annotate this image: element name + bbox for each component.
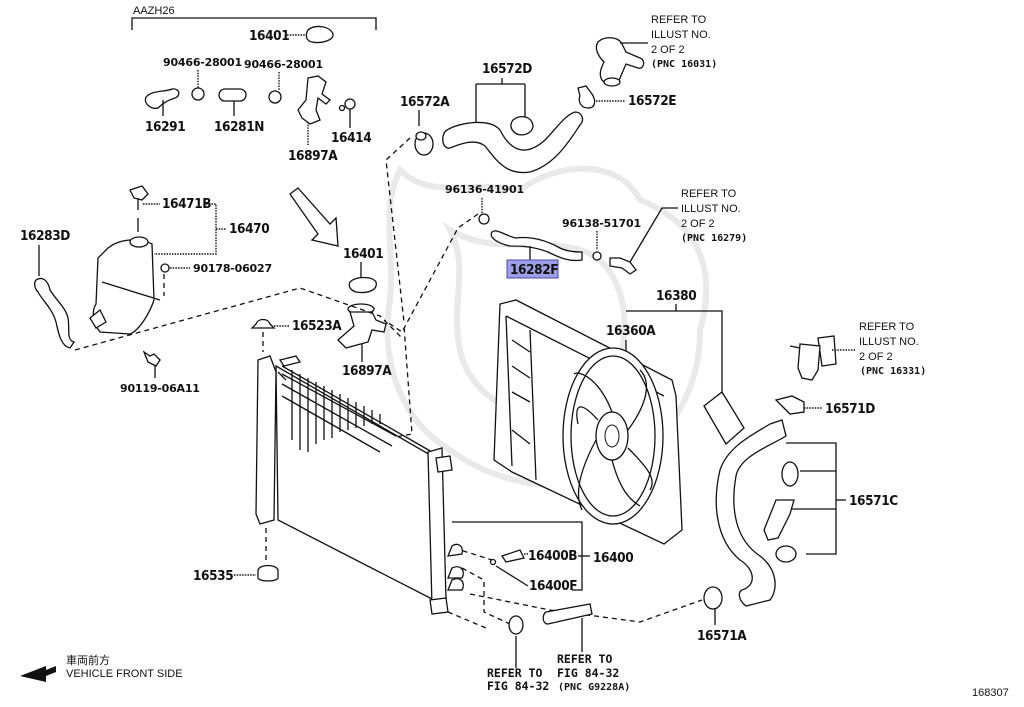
part-label-90119[interactable]: 90119-06A11	[120, 382, 200, 395]
ref-16031-line1: REFER TO	[651, 14, 707, 26]
part-label-16282f[interactable]: 16282F	[510, 262, 559, 278]
ref-16279-line2: ILLUST NO.	[681, 203, 741, 215]
ref-fig-b-line1: REFER TO	[557, 652, 612, 666]
ref-sensor-16331[interactable]: REFER TO ILLUST NO. 2 OF 2 (PNC 16331)	[789, 321, 926, 381]
part-label-16360a[interactable]: 16360A	[606, 323, 657, 339]
ref-16331-line1: REFER TO	[859, 321, 915, 333]
part-label-16572e[interactable]: 16572E	[628, 93, 677, 109]
part-clamp-16571a[interactable]: 16571A	[697, 586, 748, 644]
ref-clamp-fig-84-32[interactable]: REFER TO FIG 84-32	[487, 615, 549, 693]
part-label-90466-b[interactable]: 90466-28001	[244, 58, 323, 71]
part-label-16523a[interactable]: 16523A	[292, 318, 343, 334]
part-label-16401-mid[interactable]: 16401	[343, 246, 384, 262]
assembly-direction-arrow	[289, 187, 339, 247]
illustration-number: 168307	[972, 687, 1009, 699]
ref-fig-a-line1: REFER TO	[487, 666, 542, 680]
part-clamp-16571d[interactable]: 16571D	[774, 395, 876, 417]
part-label-16283d[interactable]: 16283D	[20, 228, 71, 244]
part-label-16400f[interactable]: 16400F	[529, 578, 578, 594]
ref-16031-line3: 2 OF 2	[651, 44, 685, 56]
part-label-16281n[interactable]: 16281N	[214, 119, 265, 135]
part-radiator-cap-mid[interactable]: 16401	[343, 246, 384, 294]
ref-16279-line4[interactable]: (PNC 16279)	[681, 233, 747, 244]
part-fan-guard-pad[interactable]	[703, 391, 745, 446]
part-label-16535[interactable]: 16535	[193, 568, 234, 584]
part-upper-hose-16572d[interactable]: 16572D	[442, 61, 584, 174]
part-label-16471b[interactable]: 16471B	[162, 196, 212, 212]
part-label-16291[interactable]: 16291	[145, 119, 186, 135]
ref-16279-line1: REFER TO	[681, 188, 737, 200]
ref-16031-line2: ILLUST NO.	[651, 29, 711, 41]
highlight-box	[506, 259, 559, 279]
part-lower-hose-16571c[interactable]: 16571C	[715, 419, 899, 607]
part-bypass-hose-16282f[interactable]: 16282F	[490, 230, 583, 279]
part-label-16571a[interactable]: 16571A	[697, 628, 748, 644]
part-label-16401-top[interactable]: 16401	[249, 28, 290, 44]
part-radiator-assembly-16400[interactable]: 16400B 16400 16400F	[452, 521, 634, 594]
ref-16031-line4[interactable]: (PNC 16031)	[651, 59, 717, 70]
part-plug-16414[interactable]: 16414	[331, 98, 372, 146]
ref-thermostat-16031[interactable]: REFER TO ILLUST NO. 2 OF 2 (PNC 16031)	[595, 14, 717, 87]
part-label-96138[interactable]: 96138-51701	[562, 217, 641, 230]
part-label-16897a-mid[interactable]: 16897A	[342, 363, 393, 379]
part-hose-16291[interactable]: 16291	[144, 88, 186, 135]
ref-hose-g9228a[interactable]: REFER TO FIG 84-32 (PNC G9228A)	[542, 603, 630, 693]
part-clamp-16572a[interactable]: 16572A	[400, 94, 451, 156]
part-fan-motor-16360a[interactable]	[562, 347, 664, 525]
part-bolt-90119[interactable]: 90119-06A11	[120, 350, 200, 395]
connector-dashed-lines	[74, 137, 703, 629]
ref-fig-a-line2[interactable]: FIG 84-32	[487, 679, 549, 693]
radiator-core[interactable]	[255, 355, 464, 615]
part-label-90466-a[interactable]: 90466-28001	[163, 56, 242, 69]
part-clamp-96138[interactable]: 96138-51701	[562, 217, 641, 261]
part-label-96136[interactable]: 96136-41901	[445, 183, 524, 196]
part-label-16571d[interactable]: 16571D	[825, 401, 876, 417]
part-label-16571c[interactable]: 16571C	[849, 493, 899, 509]
part-clip-90178[interactable]: 90178-06027	[160, 262, 272, 296]
part-mount-16523a[interactable]: 16523A	[250, 318, 343, 352]
part-label-16470[interactable]: 16470	[229, 221, 270, 237]
part-radiator-cap-top[interactable]: 16401	[249, 25, 334, 44]
ref-fig-b-line2[interactable]: FIG 84-32	[557, 666, 619, 680]
part-label-16572a[interactable]: 16572A	[400, 94, 451, 110]
part-label-16414[interactable]: 16414	[331, 130, 372, 146]
vehicle-front-indicator: 車両前方 VEHICLE FRONT SIDE	[20, 653, 183, 682]
part-label-90178[interactable]: 90178-06027	[193, 262, 272, 275]
part-label-16572d[interactable]: 16572D	[482, 61, 533, 77]
part-hose-16281n[interactable]: 16281N	[214, 88, 265, 135]
ref-fig-b-line3[interactable]: (PNC G9228A)	[558, 682, 630, 693]
part-label-16400[interactable]: 16400	[593, 550, 634, 566]
part-clamp-90466-a[interactable]: 90466-28001	[163, 56, 242, 101]
part-drain-plug-16535[interactable]: 16535	[193, 528, 279, 584]
part-reservoir-tank-16470[interactable]: 16471B 16470	[89, 185, 270, 335]
part-filler-neck-16897a[interactable]: 16897A	[337, 303, 393, 379]
front-arrow-icon	[20, 666, 56, 682]
part-label-16380[interactable]: 16380	[656, 288, 697, 304]
part-label-16400b[interactable]: 16400B	[528, 548, 578, 564]
part-outlet-16897a-top[interactable]: 16897A	[288, 75, 339, 164]
part-clamp-90466-b[interactable]: 90466-28001	[244, 58, 323, 104]
ref-16331-line2: ILLUST NO.	[859, 336, 919, 348]
aazh26-group: AAZH26	[131, 5, 377, 30]
part-label-16897a-top[interactable]: 16897A	[288, 148, 339, 164]
part-clamp-96136[interactable]: 96136-41901	[445, 183, 524, 225]
variant-bracket	[131, 17, 377, 30]
part-hose-16283d[interactable]: 16283D	[20, 228, 76, 349]
front-note-japanese: 車両前方	[66, 653, 110, 667]
part-clamp-16572e[interactable]: 16572E	[577, 85, 677, 109]
ref-pipe-16279[interactable]: REFER TO ILLUST NO. 2 OF 2 (PNC 16279)	[609, 188, 747, 275]
ref-16279-line3: 2 OF 2	[681, 218, 715, 230]
variant-label: AAZH26	[133, 5, 175, 17]
ref-16331-line3: 2 OF 2	[859, 351, 893, 363]
front-note-english: VEHICLE FRONT SIDE	[66, 668, 183, 680]
ref-16331-line4[interactable]: (PNC 16331)	[860, 366, 926, 377]
